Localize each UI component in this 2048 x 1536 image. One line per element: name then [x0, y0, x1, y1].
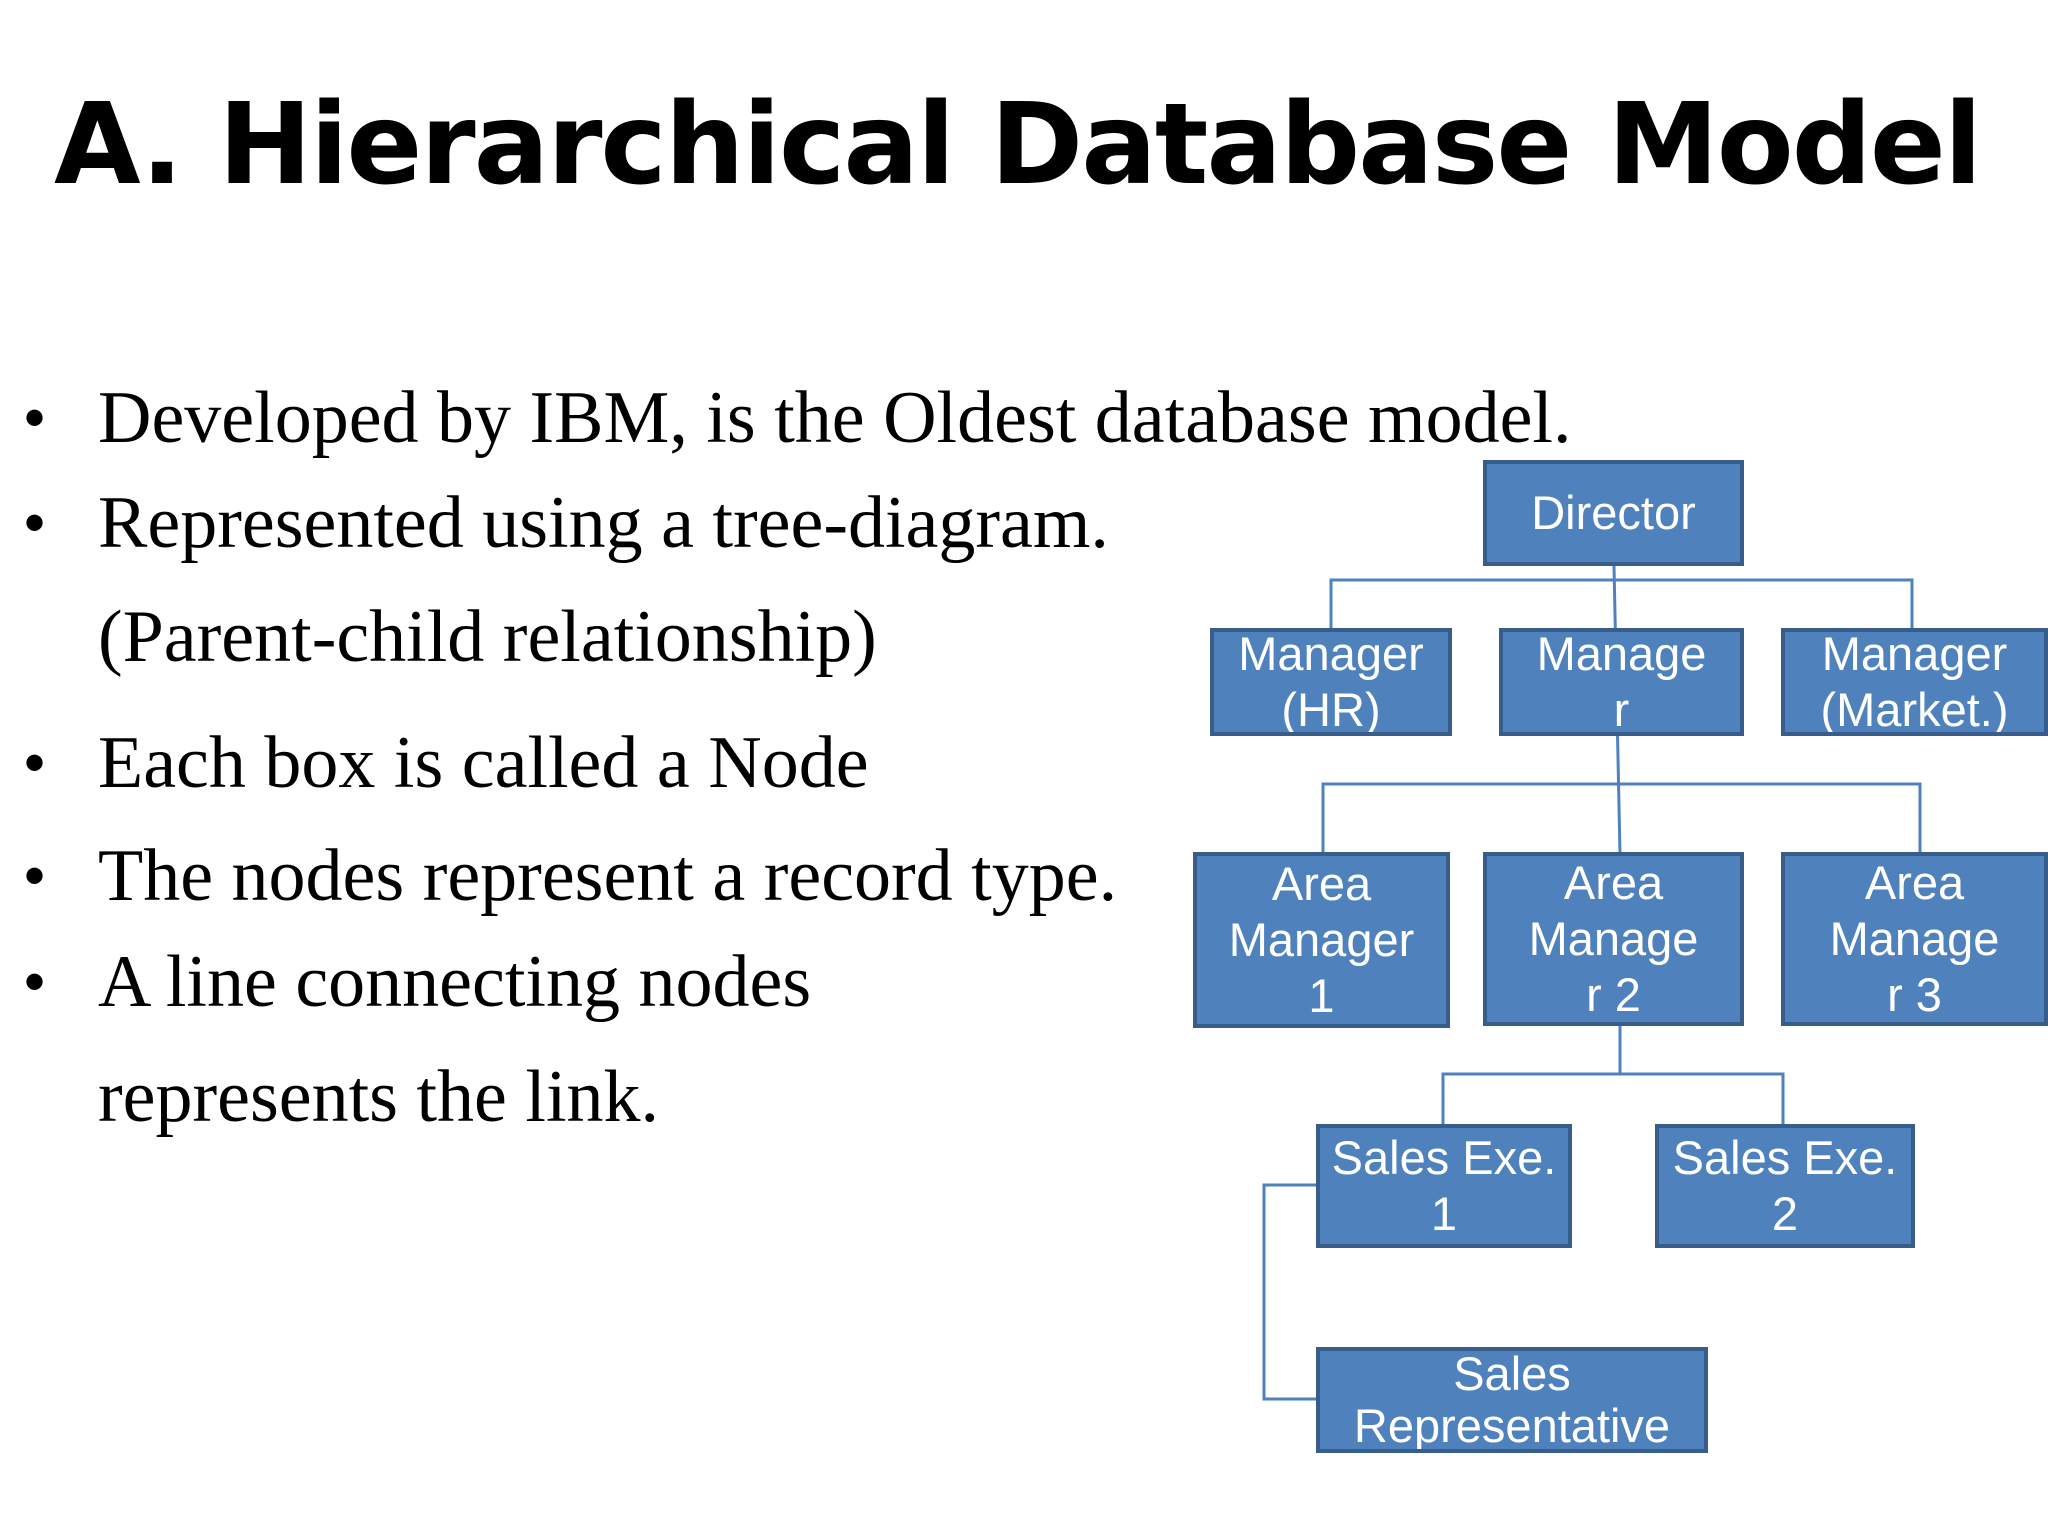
bullet-connecting-line: A line connecting nodes [98, 941, 812, 1023]
node-area-manager-2: Area Manage r 2 [1483, 852, 1744, 1026]
connector-sales-exe-1-to-representative [1262, 1183, 1316, 1401]
connector-to-area-managers [1321, 782, 1922, 854]
bullet-marker: • [24, 729, 46, 796]
node-area-manager-3: Area Manage r 3 [1781, 852, 2048, 1026]
bullet-marker: • [24, 384, 46, 451]
bullet-node-definition: Each box is called a Node [98, 722, 869, 804]
connector-director-to-managers [1329, 578, 1914, 628]
bullet-tree-diagram-continued: (Parent-child relationship) [98, 596, 877, 678]
node-area-manager-1: Area Manager 1 [1193, 852, 1450, 1028]
node-sales-exe-1: Sales Exe. 1 [1316, 1124, 1572, 1248]
node-director: Director [1483, 460, 1744, 566]
slide-title: A. Hierarchical Database Model [54, 80, 1982, 210]
bullet-tree-diagram: Represented using a tree-diagram. [98, 482, 1109, 564]
bullet-developed-by-ibm: Developed by IBM, is the Oldest database… [98, 377, 1572, 459]
bullet-marker: • [24, 489, 46, 556]
node-sales-exe-2: Sales Exe. 2 [1655, 1124, 1915, 1248]
connector-to-sales-executives [1441, 1072, 1785, 1126]
bullet-marker: • [24, 948, 46, 1015]
bullet-record-type: The nodes represent a record type. [98, 835, 1118, 917]
bullet-connecting-line-continued: represents the link. [98, 1056, 659, 1138]
bullet-marker: • [24, 842, 46, 909]
node-manager-hr: Manager (HR) [1210, 628, 1452, 736]
node-manager: Manage r [1499, 628, 1744, 736]
node-sales-representative: Sales Representative [1316, 1347, 1708, 1453]
node-manager-market: Manager (Market.) [1781, 628, 2048, 736]
